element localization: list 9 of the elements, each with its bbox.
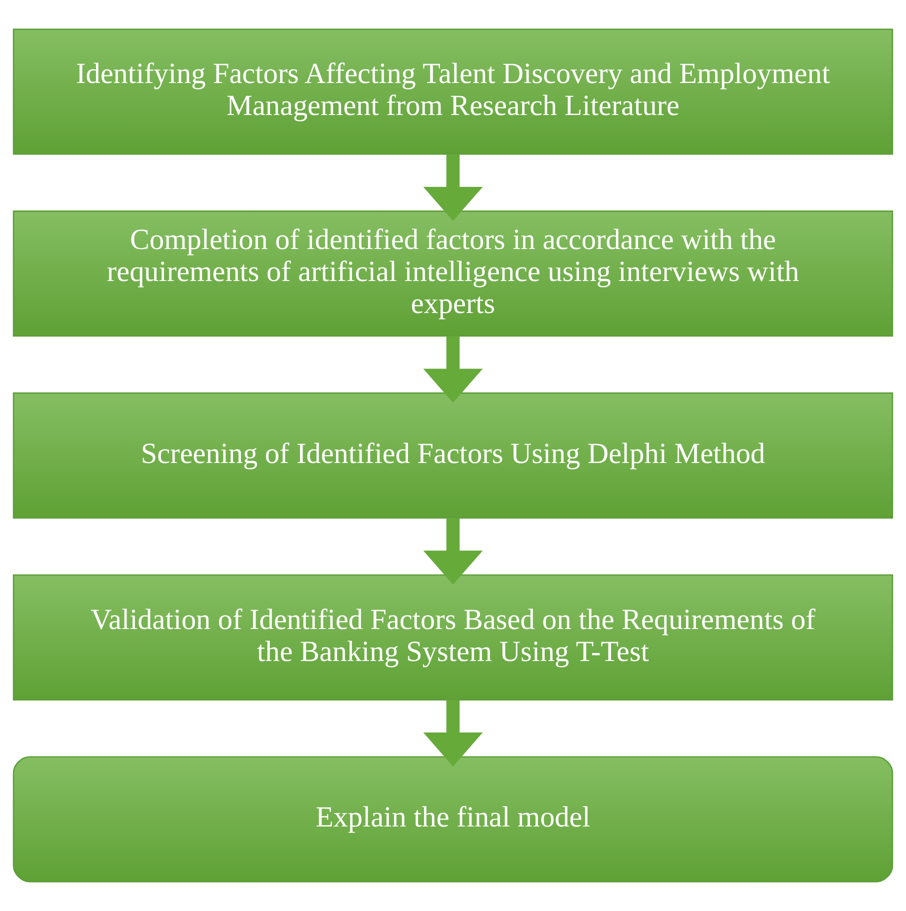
arrow — [423, 336, 483, 403]
node-box: Completion of identified factors in accordance with the requirements of artificial intelligence using interviews with experts — [12, 210, 894, 337]
arrow — [423, 518, 483, 585]
node-box: Explain the final model — [12, 756, 894, 882]
arrow — [423, 700, 483, 767]
node-box: Identifying Factors Affecting Talent Discovery and Employment Management from Research Literature — [12, 28, 894, 155]
node-box: Validation of Identified Factors Based on the Requirements of the Banking System Using T-Test — [12, 574, 894, 700]
node-box: Screening of Identified Factors Using Delphi Method — [12, 392, 894, 519]
arrow — [423, 154, 483, 221]
